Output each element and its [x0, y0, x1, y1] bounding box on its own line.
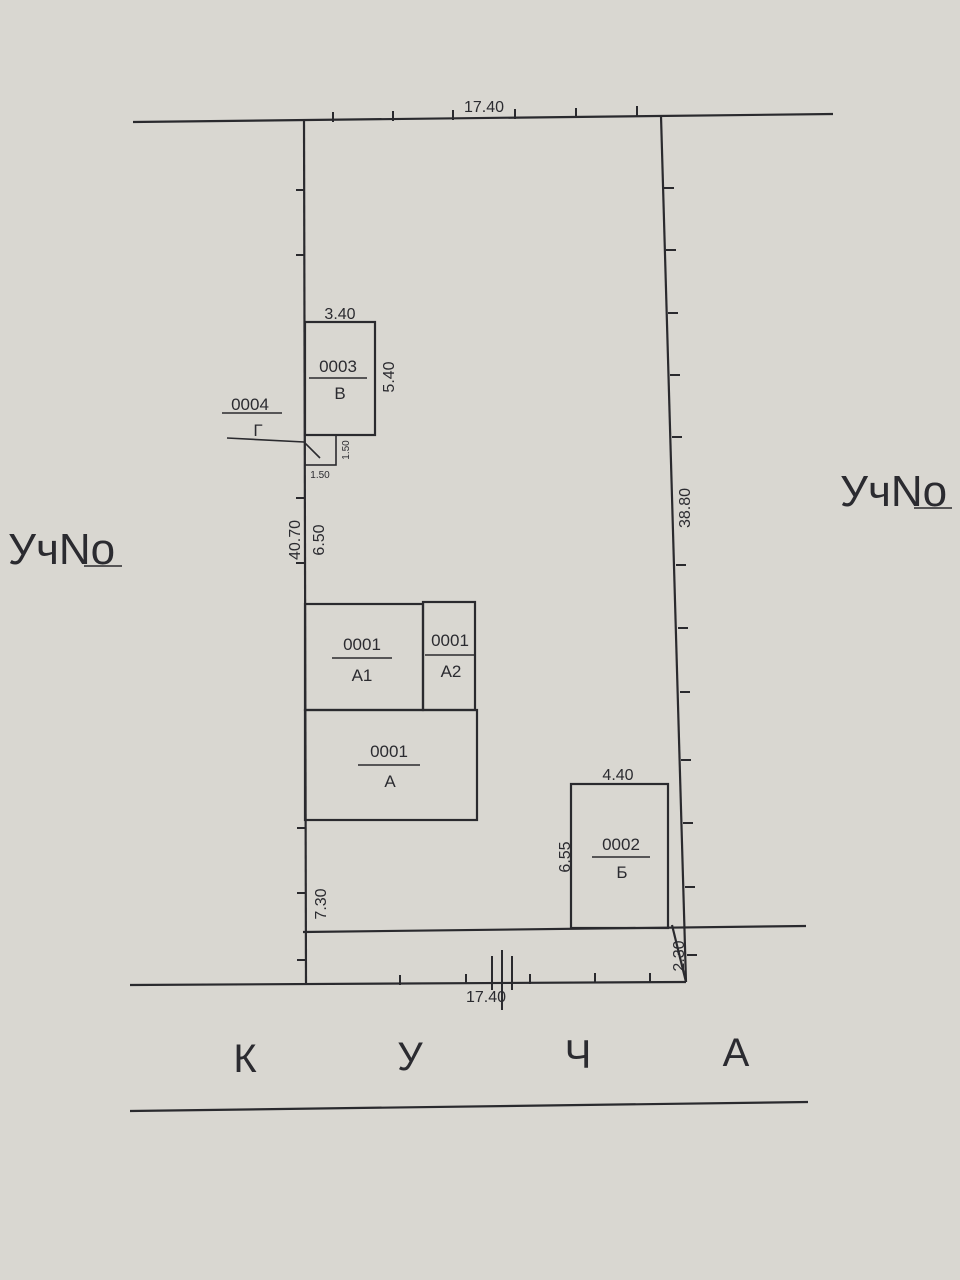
dim-top: 17.40: [464, 99, 504, 116]
code-g: 0004: [231, 395, 269, 414]
building-0002-b: [569, 782, 670, 930]
code-a1: 0001: [343, 635, 381, 654]
letter-b2: Б: [616, 863, 627, 882]
building-0004-g: [304, 434, 337, 466]
dim-right-lower: 2.30: [671, 940, 688, 971]
bottom-boundary-line: [129, 980, 687, 987]
street-letter-4: А: [723, 1031, 750, 1075]
street-letter-3: Ч: [565, 1033, 592, 1077]
dim-left: 40.70: [287, 520, 304, 560]
building-0001-a1: [303, 602, 425, 712]
code-v: 0003: [319, 357, 357, 376]
building-0001-a: [303, 708, 479, 822]
code-b2: 0002: [602, 835, 640, 854]
code-a2: 0001: [431, 631, 469, 650]
dim-right: 38.80: [677, 488, 694, 528]
dim-v-width: 3.40: [324, 306, 355, 323]
left-boundary-line: [302, 119, 308, 985]
code-a: 0001: [370, 742, 408, 761]
building-0003-v: [303, 320, 377, 437]
top-boundary-line: [132, 112, 834, 124]
right-boundary-line: [659, 115, 688, 983]
left-ticks: [296, 189, 306, 961]
right-ticks: [664, 187, 697, 956]
street-letter-2: У: [397, 1035, 423, 1079]
road-edge-line: [302, 924, 807, 934]
letter-g: Г: [253, 421, 262, 440]
dim-bottom: 17.40: [466, 989, 506, 1006]
top-ticks: [332, 106, 638, 122]
dim-b2-width: 4.40: [602, 767, 633, 784]
dim-v-height: 5.40: [381, 361, 398, 392]
letter-a: А: [384, 772, 396, 791]
street-letter-1: К: [233, 1037, 257, 1081]
letter-v: В: [334, 384, 345, 403]
letter-a2: А2: [441, 662, 462, 681]
bottom-ticks: [399, 950, 651, 1010]
letter-a1: А1: [352, 666, 373, 685]
dim-left-upper: 6.50: [311, 524, 328, 555]
dim-b2-height: 6.55: [557, 841, 574, 872]
right-lower-segment: [670, 924, 688, 983]
building-0001-a2: [421, 600, 477, 712]
dim-g-width: 1.50: [310, 470, 330, 481]
street-lower-line: [129, 1100, 809, 1113]
dim-g-height: 1.50: [341, 440, 352, 460]
dim-left-lower: 7.30: [313, 888, 330, 919]
leader-0004: [226, 437, 321, 459]
